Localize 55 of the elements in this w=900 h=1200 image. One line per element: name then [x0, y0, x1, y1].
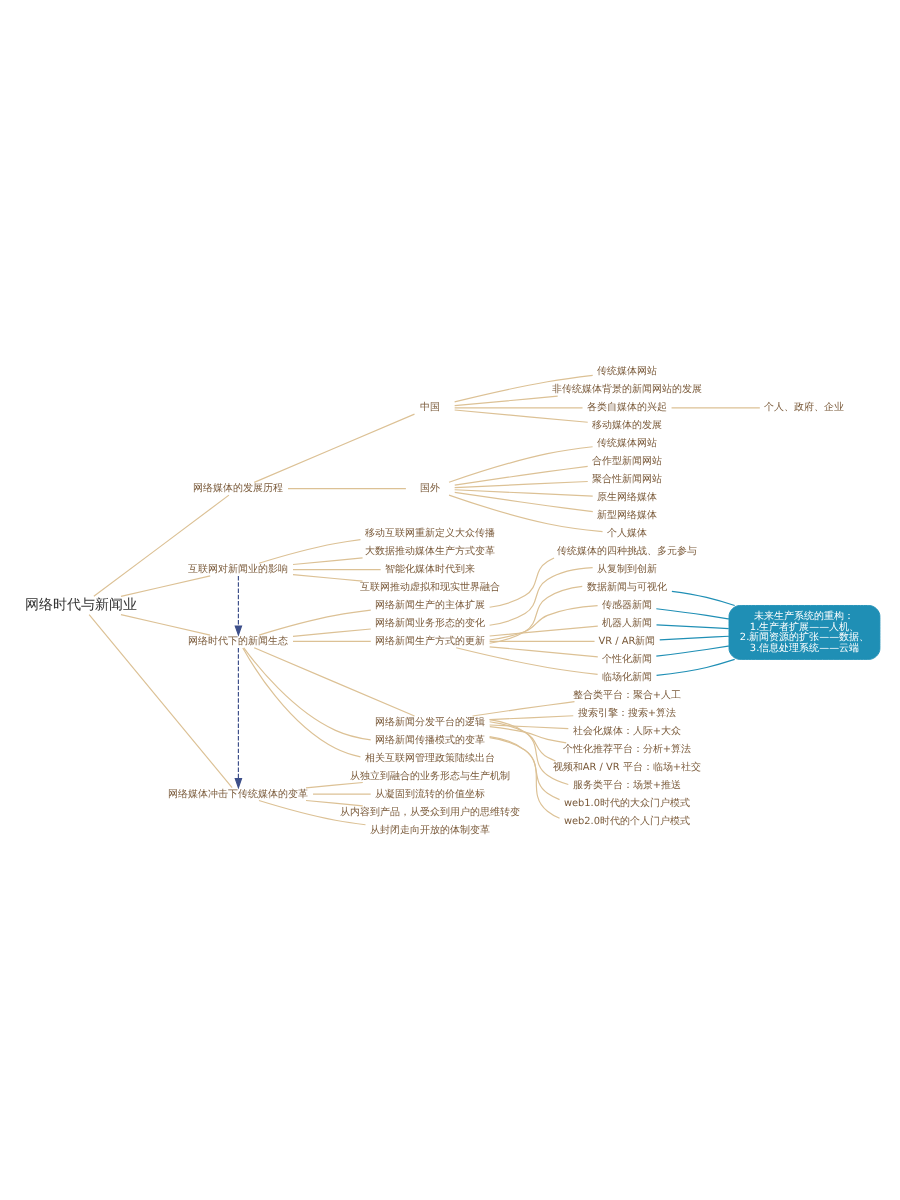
connector — [292, 573, 364, 581]
arrow — [234, 574, 243, 636]
connector — [292, 567, 382, 570]
connector — [292, 639, 372, 641]
connector — [253, 646, 416, 716]
connector — [88, 613, 233, 788]
connector — [258, 608, 372, 635]
connector — [258, 538, 362, 563]
connector — [454, 406, 584, 408]
connector — [454, 464, 589, 485]
connector — [243, 646, 372, 740]
connector — [655, 623, 730, 629]
connector — [489, 556, 555, 607]
connector — [93, 493, 230, 596]
connector — [454, 479, 589, 488]
connector — [253, 412, 416, 482]
connector — [489, 639, 596, 641]
connector — [489, 714, 574, 720]
connector — [670, 406, 761, 408]
connector — [489, 718, 569, 785]
connector — [489, 720, 557, 761]
connector — [489, 723, 569, 729]
connector — [489, 624, 599, 636]
connector — [655, 607, 730, 619]
connector — [489, 645, 599, 657]
connector — [488, 735, 561, 818]
connector — [258, 798, 367, 825]
connector — [489, 736, 561, 800]
connector — [454, 394, 559, 406]
connector — [120, 612, 211, 635]
connector — [655, 657, 736, 675]
connector — [292, 627, 372, 636]
connector — [454, 373, 594, 402]
connector — [454, 408, 589, 422]
connector — [655, 644, 730, 656]
connector — [489, 584, 583, 643]
connector — [489, 566, 594, 625]
connector — [455, 646, 599, 675]
connector — [489, 604, 599, 640]
connector — [305, 798, 364, 806]
arrow — [234, 646, 243, 789]
connector — [287, 487, 407, 489]
connector — [292, 556, 364, 565]
connector — [489, 725, 567, 743]
connector — [312, 792, 372, 794]
connector — [448, 493, 604, 532]
connector — [120, 574, 211, 596]
connector — [454, 488, 594, 496]
connector — [305, 780, 364, 788]
connector — [472, 700, 576, 716]
connector — [448, 445, 594, 482]
connector — [659, 634, 730, 640]
connector — [242, 646, 362, 757]
connector — [671, 589, 736, 606]
connector — [454, 490, 594, 512]
